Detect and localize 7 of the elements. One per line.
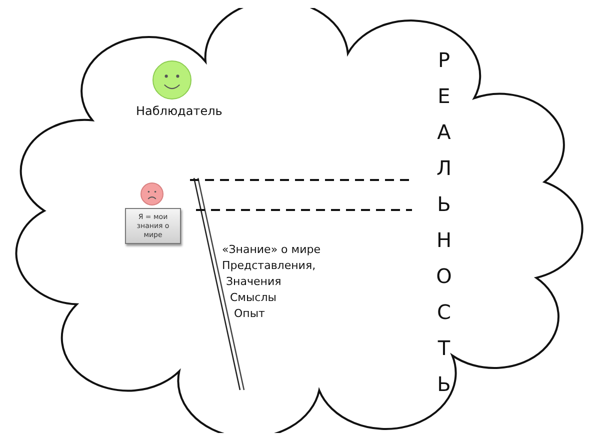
caption: Наблюдатель bbox=[136, 104, 222, 118]
text-line: Представления, bbox=[222, 259, 316, 272]
text-line: Смыслы bbox=[230, 291, 276, 304]
vertical-title: РЕАЛЬНОСТЬ bbox=[432, 48, 456, 408]
text-line: «Знание» о мире bbox=[222, 243, 320, 256]
text-line: Значения bbox=[226, 275, 282, 288]
text-line: Опыт bbox=[234, 307, 265, 320]
